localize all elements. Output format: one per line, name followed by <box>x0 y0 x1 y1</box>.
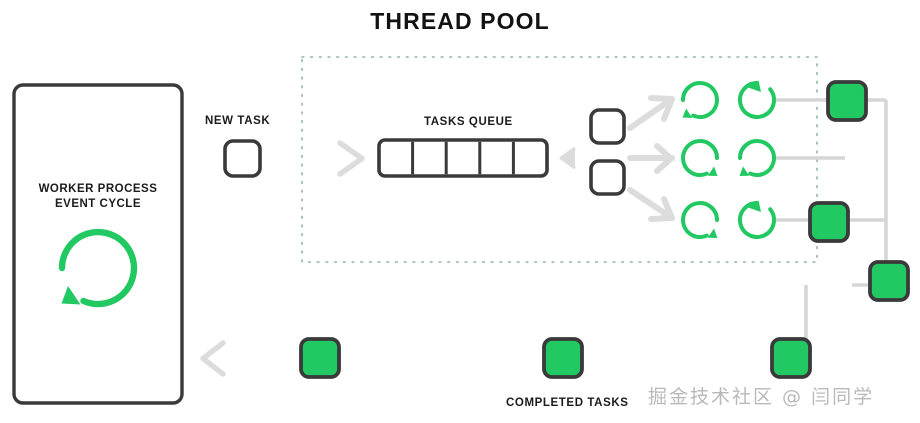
spinner-icon <box>738 200 776 239</box>
spinner-icon <box>738 139 776 178</box>
watermark: 掘金技术社区 @ 闫同学 <box>648 386 875 408</box>
worker-caption-line1: WORKER PROCESS <box>38 183 158 195</box>
new-task-label: NEW TASK <box>205 115 271 127</box>
spinner-icon <box>681 201 719 240</box>
spinner-icon <box>681 81 719 120</box>
spinner-icon <box>681 139 719 178</box>
completed-task-square-icon <box>542 337 584 379</box>
arrow-dispatch-left <box>559 146 576 170</box>
task-square-icon <box>589 159 626 196</box>
tasks-queue-label: TASKS QUEUE <box>424 116 513 128</box>
worker-process-box <box>12 83 184 405</box>
completed-task-square-icon <box>868 260 910 302</box>
task-square-icon <box>223 139 262 178</box>
dispatch-arrows <box>627 95 675 222</box>
refresh-circle-icon <box>58 228 138 308</box>
task-square-icon <box>589 108 626 145</box>
arrow-completed-left <box>200 340 226 377</box>
tasks-queue <box>377 138 549 178</box>
completed-task-square-icon <box>826 80 868 122</box>
arrow-into-queue <box>337 140 365 177</box>
worker-process-caption: WORKER PROCESS EVENT CYCLE <box>14 182 182 212</box>
worker-caption-line2: EVENT CYCLE <box>54 198 141 210</box>
page-title: THREAD POOL <box>370 8 550 34</box>
completed-task-square-icon <box>808 201 850 243</box>
spinner-icon <box>738 80 776 119</box>
completed-task-square-icon <box>299 337 341 379</box>
completed-tasks-label: COMPLETED TASKS <box>506 397 629 409</box>
